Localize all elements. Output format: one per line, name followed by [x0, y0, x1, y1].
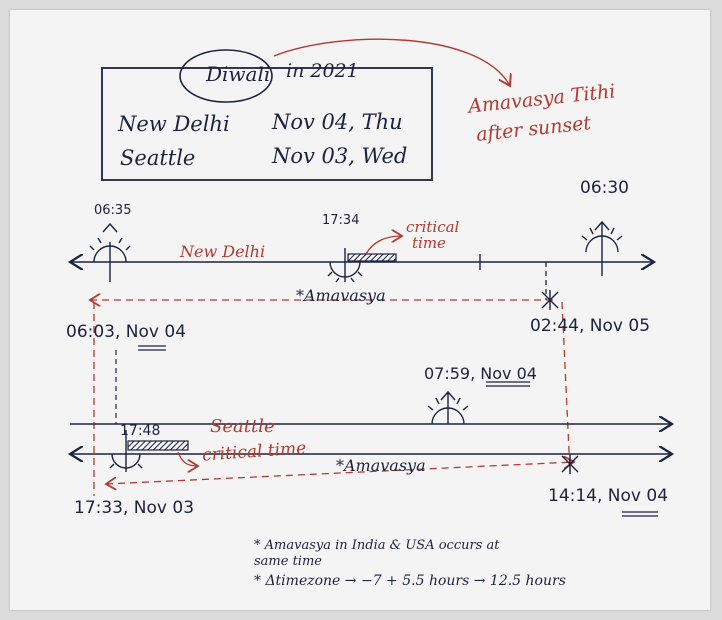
year-label: in 2021 — [286, 60, 359, 82]
new-delhi-sunset-time: 17:34 — [322, 213, 360, 228]
new-delhi-critical-arrow — [365, 236, 402, 255]
date-new-delhi: Nov 04, Thu — [272, 110, 403, 134]
sunset-icon — [327, 248, 363, 283]
seattle-label: Seattle — [210, 416, 275, 437]
sunrise-icon — [581, 220, 623, 276]
note-timezone: * Δtimezone → −7 + 5.5 hours → 12.5 hour… — [254, 573, 566, 589]
new-delhi-critical-bar — [347, 253, 397, 262]
new-delhi-amavasya-label: *Amavasya — [296, 286, 386, 305]
city-seattle: Seattle — [120, 146, 196, 170]
city-new-delhi: New Delhi — [118, 112, 230, 136]
date-seattle: Nov 03, Wed — [272, 144, 408, 168]
asterisk-mark — [561, 454, 579, 474]
seattle-amavasya-span — [106, 462, 574, 484]
diwali-circle — [179, 49, 273, 103]
title-box — [101, 67, 433, 181]
new-delhi-amavasya-start: 06:03, Nov 04 — [66, 322, 187, 342]
sunrise-icon — [427, 390, 469, 425]
new-delhi-label: New Delhi — [180, 242, 266, 261]
seattle-critical-bar — [127, 440, 189, 451]
seattle-amavasya-label: *Amavasya — [336, 456, 426, 475]
seattle-amavasya-end: 14:14, Nov 04 — [548, 486, 669, 506]
festival-name: Diwali — [206, 62, 271, 86]
asterisk-mark — [541, 290, 559, 310]
paper-sheet: Diwali in 2021 New Delhi Nov 04, Thu Sea… — [10, 10, 710, 610]
new-delhi-amavasya-end: 02:44, Nov 05 — [530, 316, 651, 336]
new-delhi-critical-label-2: time — [412, 234, 446, 252]
seattle-amavasya-start: 17:33, Nov 03 — [74, 498, 195, 518]
seattle-sunrise-time: 07:59, Nov 04 — [424, 364, 537, 383]
diagram-canvas — [10, 38, 710, 517]
new-delhi-critical-label-1: critical — [406, 218, 460, 236]
sunrise-icon — [89, 222, 131, 282]
new-delhi-next-sunrise-time: 06:30 — [580, 178, 629, 198]
new-delhi-sunrise-time: 06:35 — [94, 203, 132, 218]
note-same-time: * Amavasya in India & USA occurs at same… — [254, 538, 500, 570]
seattle-sunset-time: 17:48 — [120, 423, 161, 439]
tithi-pointer-arrow — [273, 38, 510, 86]
end-connector-line — [561, 301, 571, 473]
